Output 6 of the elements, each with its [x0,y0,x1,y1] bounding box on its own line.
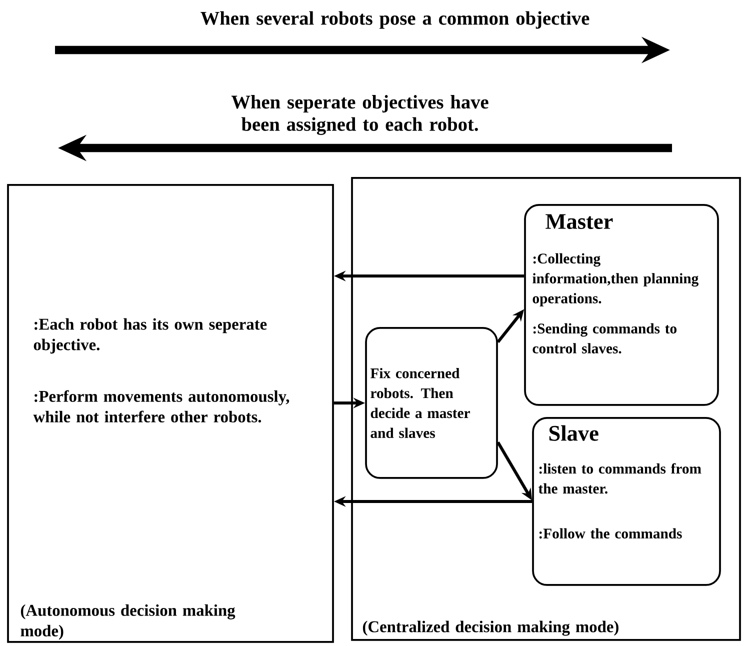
arrow-label: When several robots pose a common objective [200,11,590,29]
process-box: Fix concerned robots. Then decide a master and slaves [365,327,498,479]
role-box: Master :Collecting information,then planning operations. :Sending commands to control slaves. [524,204,719,406]
role-box: Slave :listen to commands from the master. :Follow the commands [532,417,721,586]
mode-box: :Each robot has its own seperate objective. :Perform movements autonomously, while not interfere other robots. (Autonomous decision making mode) [7,184,334,643]
arrow-label: When seperate objectives have been assigned to each robot. [231,95,488,135]
